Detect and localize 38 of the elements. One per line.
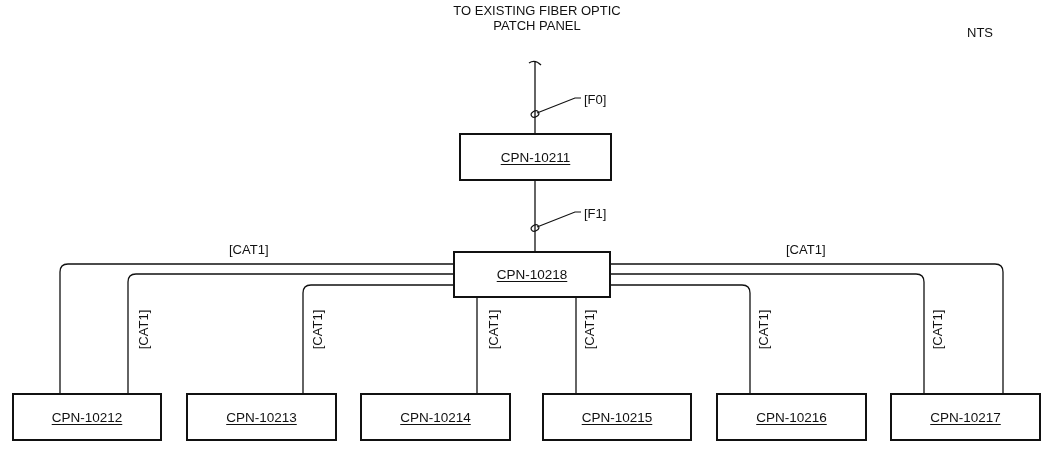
- note-text: NTS: [966, 25, 994, 40]
- device-id: CPN-10215: [581, 409, 653, 425]
- device-id: CPN-10217: [930, 409, 1001, 425]
- note-text: TO EXISTING FIBER OPTIC PATCH PANEL: [452, 3, 622, 33]
- cable-line: [610, 263, 1004, 394]
- edge-label: [CAT1]: [228, 242, 270, 257]
- device-id: CPN-10212: [51, 409, 123, 425]
- device-box: [890, 393, 1041, 441]
- edge-label: [CAT1]: [930, 308, 946, 351]
- device-box: [12, 393, 162, 441]
- cable-line: [610, 273, 925, 394]
- device-id: CPN-10213: [226, 409, 297, 425]
- edge-label: [F1]: [583, 206, 608, 221]
- device-box: [360, 393, 511, 441]
- edge-label: [CAT1]: [582, 308, 598, 351]
- edge-label: [CAT1]: [785, 242, 827, 257]
- device-id: CPN-10216: [756, 409, 827, 425]
- cable-line: [127, 273, 454, 394]
- cable-line: [534, 180, 536, 252]
- edge-label: [CAT1]: [486, 308, 502, 351]
- device-id: CPN-10211: [500, 149, 571, 165]
- cable-line: [610, 284, 751, 394]
- cable-line: [302, 284, 454, 394]
- edge-label: [CAT1]: [756, 308, 772, 351]
- device-box: [542, 393, 692, 441]
- cable-line: [575, 297, 577, 394]
- device-box: [459, 133, 612, 181]
- device-box: [453, 251, 611, 298]
- cable-line: [59, 263, 454, 394]
- device-id: CPN-10214: [400, 409, 471, 425]
- edge-label: [CAT1]: [136, 308, 152, 351]
- device-box: [716, 393, 867, 441]
- edge-label: [F0]: [583, 92, 608, 107]
- device-id: CPN-10218: [496, 267, 568, 282]
- device-box: [186, 393, 337, 441]
- cable-line: [534, 61, 536, 134]
- edge-label: [CAT1]: [310, 308, 326, 351]
- cable-line: [476, 297, 478, 394]
